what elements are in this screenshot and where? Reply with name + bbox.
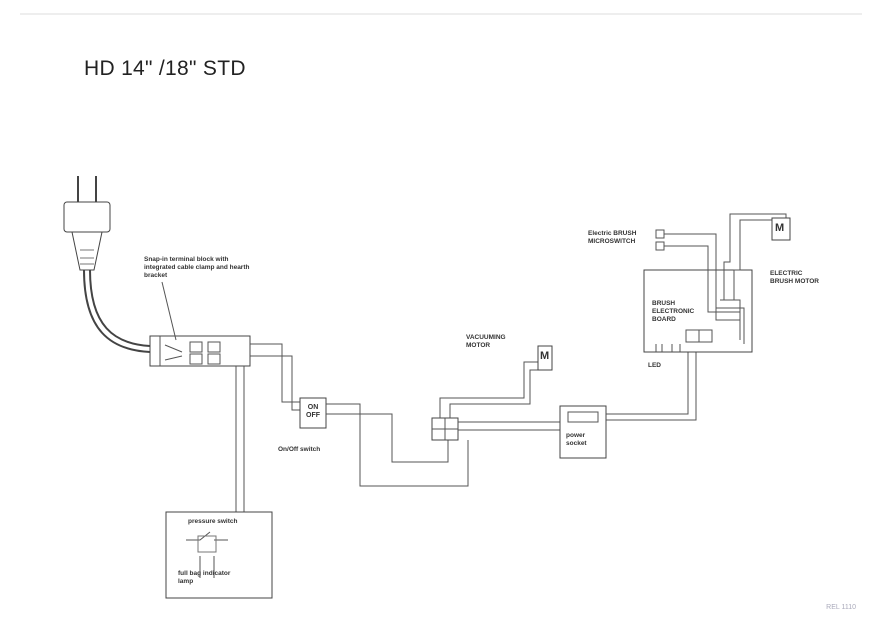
terminal-block-label: Snap-in terminal block with integrated c…	[144, 256, 250, 279]
on-off-box-label: ON OFF	[306, 404, 320, 419]
led-label: LED	[648, 362, 661, 369]
power-socket-label: power socket	[566, 432, 587, 447]
full-bag-indicator-label: full bag indicator lamp	[178, 570, 231, 585]
brush-microswitch-label: Electric BRUSH MICROSWITCH	[588, 230, 637, 245]
brush-motor-symbol: M	[775, 222, 785, 234]
brush-motor-label: ELECTRIC BRUSH MOTOR	[770, 270, 819, 285]
plug-icon	[63, 176, 111, 271]
on-off-switch-label: On/Off switch	[278, 446, 321, 453]
vacuum-motor-symbol: M	[540, 350, 550, 362]
pressure-switch-label: pressure switch	[188, 518, 238, 525]
vacuuming-motor-label: VACUUMING MOTOR	[466, 334, 506, 349]
brush-board-label: BRUSH ELECTRONIC BOARD	[652, 300, 695, 323]
footer-reference: REL 1110	[826, 604, 856, 611]
diagram-title: HD 14" /18" STD	[84, 57, 246, 80]
